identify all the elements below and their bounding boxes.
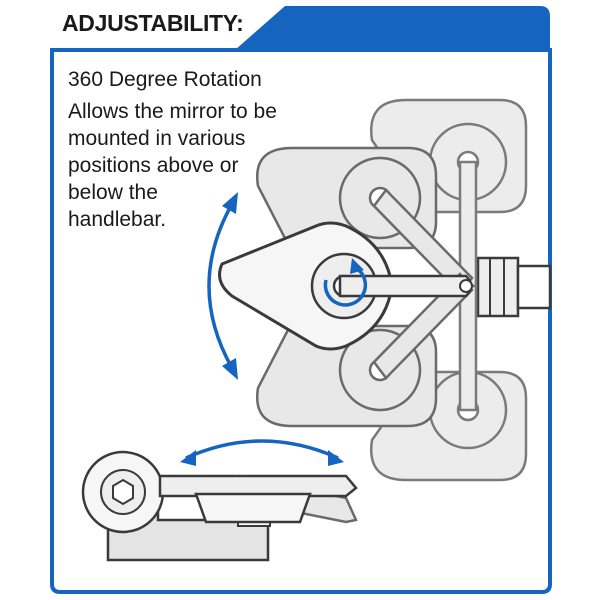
ghost-stems-diagonal [372,188,474,380]
main-stem [338,274,473,298]
swing-arc-arrow-icon [207,192,238,380]
description-line: below the [68,181,158,204]
description-line: mounted in various [68,127,246,150]
feature-title: 360 Degree Rotation [68,68,262,91]
description-line: handlebar. [68,208,167,231]
header-tab [235,6,550,50]
rotation-arrow-icon [323,258,368,307]
tilt-arc-arrow-icon [180,439,344,466]
description-line: Allows the mirror to be [68,100,277,123]
side-view-mirror [158,474,358,524]
description-line: positions above or [68,154,239,177]
header-title: ADJUSTABILITY: [62,10,244,36]
hex-bolt-icon [112,478,134,506]
ghost-stems-back [458,160,478,412]
handlebar-clamp [476,256,552,318]
panel-border [50,48,552,594]
feature-description: Allows the mirror to be mounted in vario… [68,98,298,233]
